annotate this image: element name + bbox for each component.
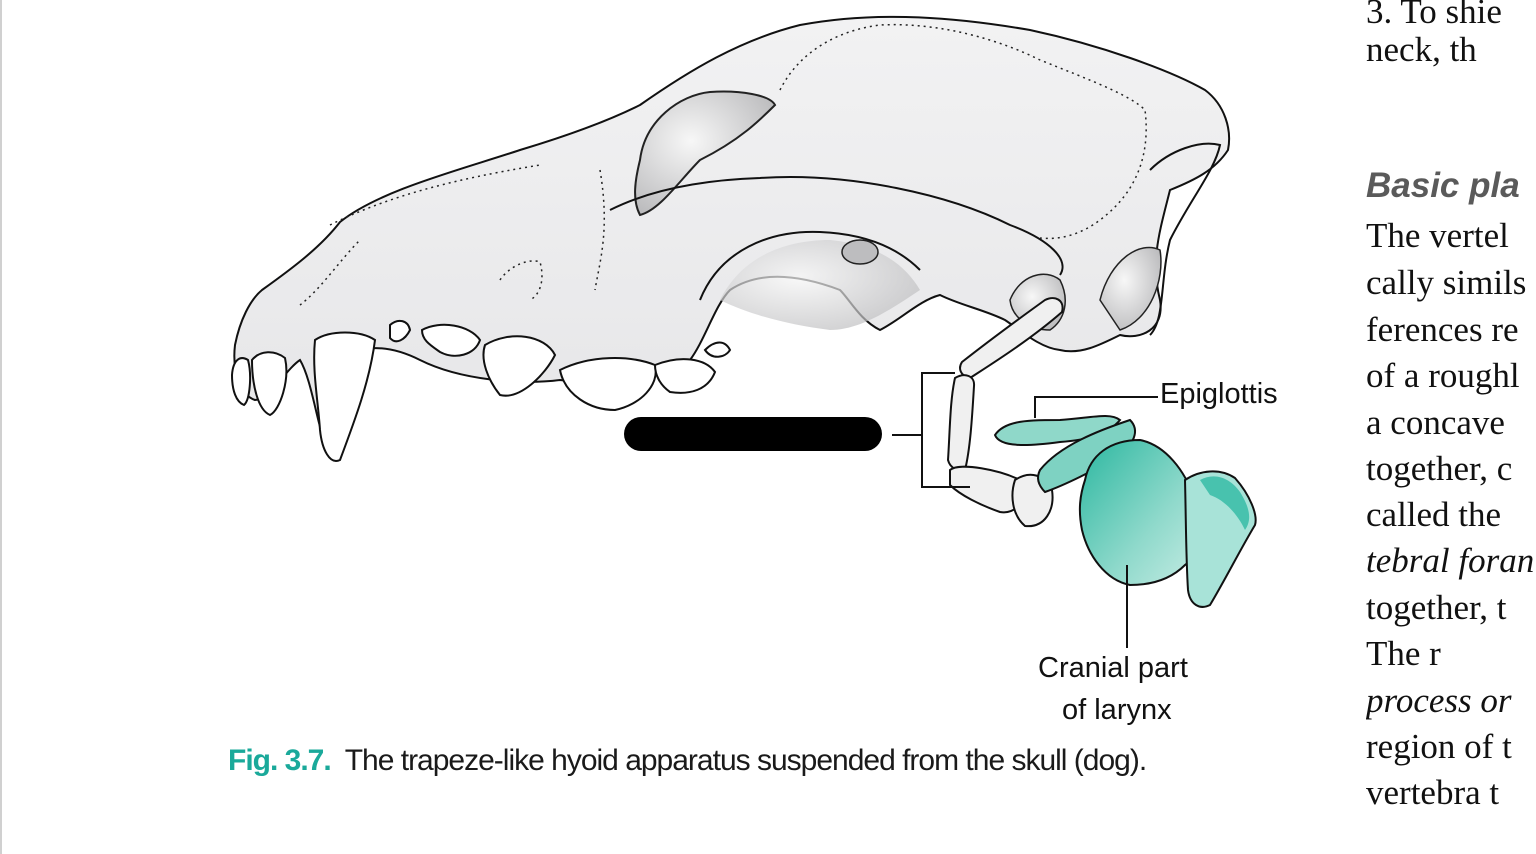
text-line: a concave — [1366, 403, 1505, 442]
canine-tooth — [313, 331, 377, 462]
thyroid-cartilage — [1078, 438, 1202, 587]
right-text-column: 3. To shie neck, th Basic pla The vertel… — [1366, 0, 1536, 854]
text-line: neck, th — [1366, 30, 1477, 69]
text-line: together, c — [1366, 449, 1513, 488]
tooth — [482, 335, 557, 397]
tooth — [389, 319, 412, 343]
larynx-label-line2: of larynx — [1062, 694, 1172, 726]
text-line: process or — [1366, 681, 1512, 720]
skull-hyoid-illustration — [230, 15, 1257, 648]
tooth — [250, 351, 288, 417]
text-line: The vertel — [1366, 216, 1509, 255]
larynx-label-line1: Cranial part — [1038, 652, 1188, 684]
redaction-bar — [624, 417, 882, 451]
epiglottis-label: Epiglottis — [1160, 378, 1278, 410]
text-line: cally simils — [1366, 263, 1527, 302]
epiglottis-shape — [993, 414, 1122, 447]
text-line: 3. To shie — [1366, 0, 1502, 31]
text-line: of a roughl — [1366, 356, 1520, 395]
page-edge — [0, 0, 2, 854]
text-line: tebral foran — [1366, 541, 1535, 580]
tooth — [653, 358, 717, 394]
figure-number: Fig. 3.7. — [228, 744, 332, 777]
text-line: together, t — [1366, 588, 1507, 627]
caption-text: The trapeze-like hyoid apparatus suspend… — [344, 744, 1147, 777]
hyoid-epihyoid — [946, 374, 976, 472]
section-heading: Basic pla — [1366, 166, 1520, 205]
text-line: ferences re — [1366, 310, 1519, 349]
text-line: The r — [1366, 634, 1441, 673]
figure-caption: Fig. 3.7. The trapeze-like hyoid apparatu… — [228, 744, 1147, 778]
skull — [233, 15, 1231, 444]
text-line: called the — [1366, 495, 1502, 534]
tooth — [420, 323, 482, 357]
carnassial-tooth — [558, 357, 657, 412]
orbit — [634, 90, 777, 217]
tooth — [703, 341, 732, 358]
tooth — [230, 357, 252, 407]
text-line: vertebra t — [1366, 773, 1500, 812]
text-line: region of t — [1366, 727, 1512, 766]
